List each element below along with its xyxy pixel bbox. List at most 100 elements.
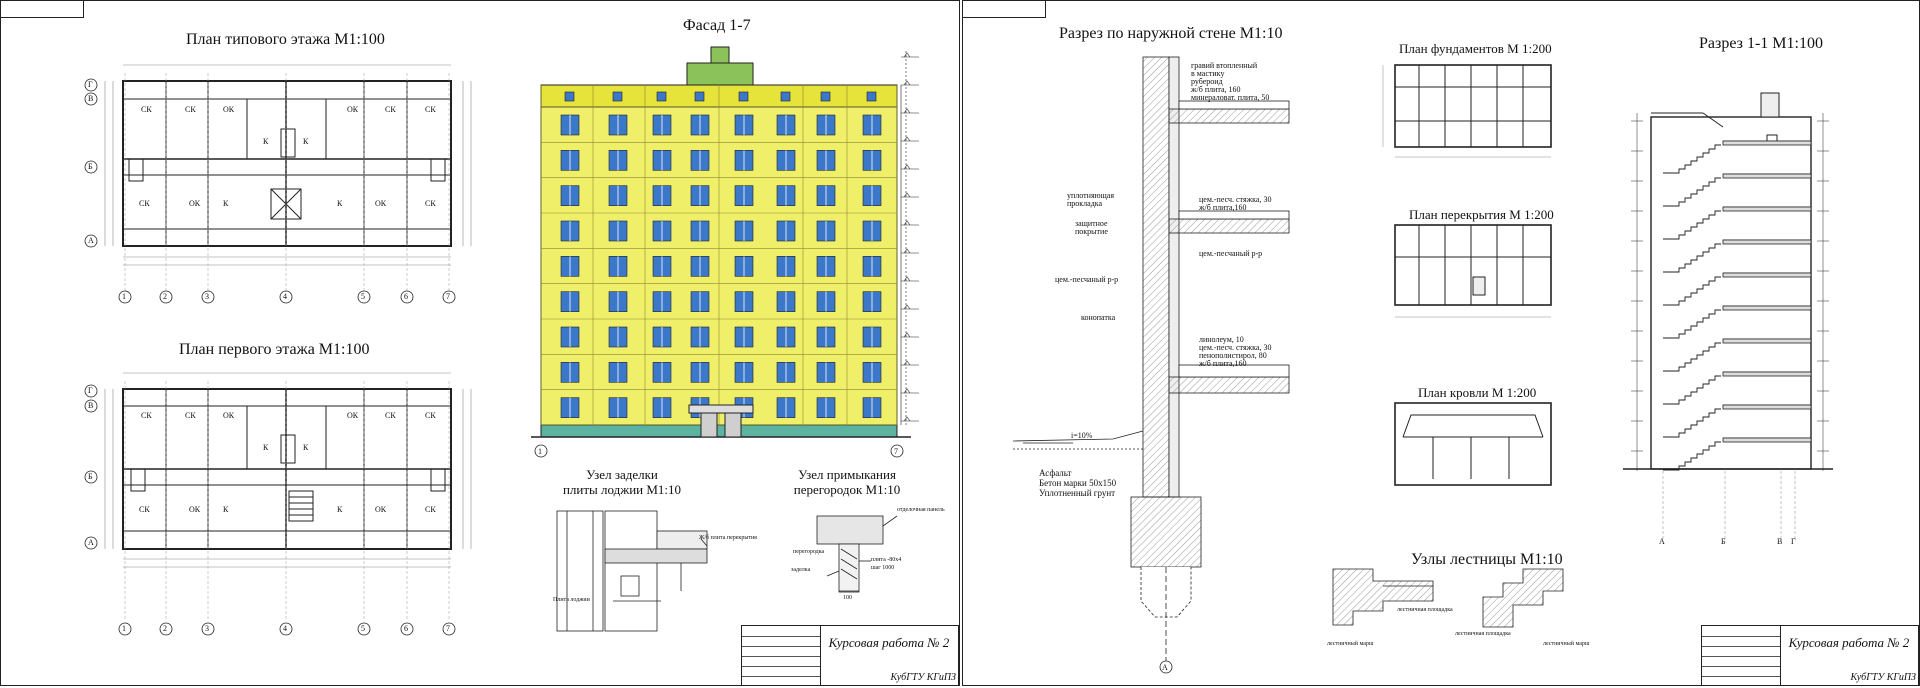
room-label: СК (425, 505, 436, 514)
axis-number-5: 5 (361, 292, 365, 301)
loggia-node (556, 510, 708, 632)
room-label: ОК (347, 411, 359, 420)
wall-label-seal-1: уплотняющая (1067, 191, 1114, 200)
plan-typical-title: План типового этажа М1:100 (186, 31, 385, 48)
axis-number-2: 2 (163, 292, 167, 301)
sheet2-drawings (1012, 56, 1833, 674)
room-label: СК (141, 105, 152, 114)
room-label: К (223, 199, 229, 208)
sheet1-drawings (84, 46, 919, 636)
axis-letter: А (88, 538, 94, 547)
sheet-tag (963, 1, 1046, 18)
wall-label-protect-1: защитное (1075, 219, 1108, 228)
axis-number-7: 7 (446, 292, 450, 301)
wall-label-sand: цем.-песчаный р-р (1199, 249, 1263, 258)
section-axis-g: Г (1791, 537, 1796, 546)
wall-label-mortar: цем.-песчаный р-р (1055, 275, 1119, 284)
room-label: ОК (223, 411, 235, 420)
stamp-title: Курсовая работа № 2 (1788, 635, 1910, 650)
wall-label-gravel: гравий втопленный (1191, 61, 1258, 70)
stair-label-landing-2: лестничная площадка (1455, 631, 1511, 637)
section-axis-v: В (1777, 537, 1783, 546)
room-label: СК (185, 105, 196, 114)
axis-letter: Г (88, 80, 93, 89)
room-label: К (263, 443, 269, 452)
room-label: СК (385, 411, 396, 420)
first-floor-plan (104, 372, 472, 621)
room-label: ОК (223, 105, 235, 114)
facade-drawing (531, 46, 919, 458)
wall-label-protect-2: покрытие (1075, 227, 1108, 236)
axis-number-3: 3 (205, 292, 209, 301)
room-label: ОК (189, 199, 201, 208)
wall-label-mastic: в мастику (1191, 69, 1225, 78)
wall-label-screed: цем.-песч. стяжка, 30 (1199, 195, 1272, 204)
stair-nodes (1332, 568, 1564, 628)
room-label: СК (425, 411, 436, 420)
axis-number-5: 5 (361, 624, 365, 633)
axis-number-6: 6 (404, 292, 408, 301)
stair-label-landing: лестничная площадка (1397, 607, 1453, 613)
section-1-1 (1623, 92, 1833, 541)
stair-nodes-title: Узлы лестницы М1:10 (1411, 551, 1563, 568)
partition-label-4: плита -80х4 (871, 557, 902, 563)
axis-letter: Г (88, 386, 93, 395)
room-label: СК (185, 411, 196, 420)
floor-slab-plan (1394, 224, 1552, 318)
room-label: СК (425, 105, 436, 114)
ground-label-asphalt: Асфальт (1039, 468, 1072, 478)
axis-number-4: 4 (283, 624, 287, 633)
partition-label-3: заделка (791, 567, 811, 573)
stair-label-flight-2: лестничный марш (1543, 641, 1590, 647)
stair-label-flight: лестничный марш (1327, 641, 1374, 647)
ground-label-soil: Уплотненный грунт (1039, 488, 1116, 498)
loggia-label-plate: Плита лоджии (553, 597, 590, 603)
wall-label-foam: пенополистирол, 80 (1199, 351, 1267, 360)
wall-axis-a: А (1162, 663, 1168, 672)
facade-title: Фасад 1-7 (683, 17, 751, 34)
stamp-org: КубГТУ КГиПЗ (1850, 672, 1916, 683)
loggia-label-slab: Ж/б плита перекрытия (699, 535, 757, 541)
axis-number-7: 7 (446, 624, 450, 633)
room-label: СК (139, 199, 150, 208)
room-label: К (337, 505, 343, 514)
axis-letter: Б (88, 162, 93, 171)
room-label: СК (425, 199, 436, 208)
wall-label-caulk: конопатка (1081, 313, 1116, 322)
room-label: К (303, 443, 309, 452)
drawing-sheet-2: Разрез по наружной стене М1:10 План фунд… (962, 0, 1920, 686)
axis-number-6: 6 (404, 624, 408, 633)
wall-label-slab-floor: ж/б плита,160 (1199, 359, 1247, 368)
room-label: СК (141, 411, 152, 420)
axis-letter: В (88, 401, 94, 410)
axis-number-1: 1 (122, 292, 126, 301)
room-label: СК (385, 105, 396, 114)
room-label: ОК (189, 505, 201, 514)
typical-floor-plan (104, 64, 472, 291)
node-loggia-title: Узел заделки плиты лоджии М1:10 (562, 467, 682, 497)
partition-label-6: 100 (843, 595, 852, 601)
section-axis-a: А (1659, 537, 1665, 546)
plan-first-title: План первого этажа М1:100 (179, 341, 370, 358)
wall-label-mineral: минераловат. плита, 50 (1191, 93, 1270, 102)
wall-label-seal-2: прокладка (1067, 199, 1103, 208)
section-title: Разрез 1-1 М1:100 (1699, 35, 1823, 52)
axis-letter: В (88, 94, 94, 103)
foundation-plan (1382, 64, 1552, 158)
slope-label: i=10% (1071, 431, 1093, 440)
wall-label-slab-mid: ж/б плита,160 (1199, 203, 1247, 212)
wall-label-screed-2: цем.-песч. стяжка, 30 (1199, 343, 1272, 352)
axis-number-1: 1 (122, 624, 126, 633)
room-label: ОК (375, 199, 387, 208)
room-label: К (263, 137, 269, 146)
room-label: ОК (375, 505, 387, 514)
wall-label-slab: ж/б плита, 160 (1191, 85, 1241, 94)
room-label: К (337, 199, 343, 208)
floor-slab-title: План перекрытия М 1:200 (1409, 207, 1554, 222)
axis-number-2: 2 (163, 624, 167, 633)
wall-label-linoleum: линолеум, 10 (1199, 335, 1244, 344)
axis-letter: Б (88, 472, 93, 481)
node-partition-title: Узел примыкания перегородок М1:10 (793, 467, 901, 497)
room-label: СК (139, 505, 150, 514)
sheet-tag (1, 1, 84, 18)
